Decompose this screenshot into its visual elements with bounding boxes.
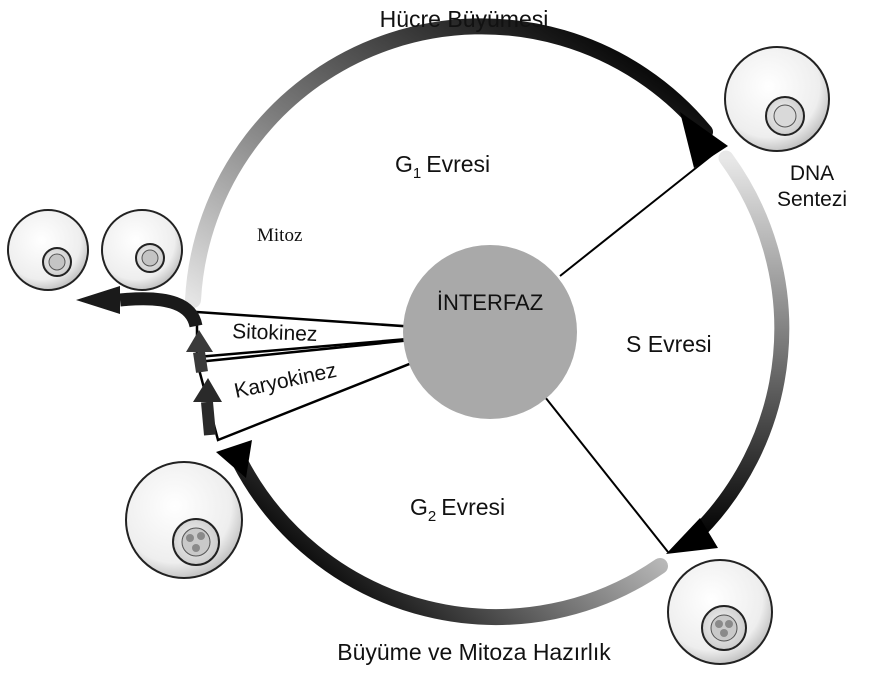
label-mitosis: Mitoz <box>257 225 302 246</box>
arrowhead-left-lower <box>216 440 252 478</box>
g1-arc <box>185 18 713 308</box>
cell-bottom-right <box>667 559 773 665</box>
label-synthesis: Sentezi <box>777 188 847 211</box>
cell-left-2 <box>101 209 183 291</box>
s-arc <box>682 150 790 548</box>
interphase-circle <box>403 245 577 419</box>
arrowhead-top-right <box>680 112 728 168</box>
label-cell-growth: Hücre Büyümesi <box>380 6 549 32</box>
divider-s-g2 <box>544 396 669 553</box>
label-interphase: İNTERFAZ <box>437 290 543 315</box>
cell-bottom-left <box>125 461 243 579</box>
label-dna: DNA <box>790 162 834 185</box>
mitosis-arrows <box>76 286 222 436</box>
cell-left-1 <box>7 209 89 291</box>
label-s-phase: S Evresi <box>626 331 712 357</box>
g2-arc <box>232 454 668 625</box>
arrowhead-bottom-right <box>666 518 718 554</box>
label-cytokinesis: Sitokinez <box>232 320 318 346</box>
label-preparation: Büyüme ve Mitoza Hazırlık <box>337 639 611 665</box>
cycle-ring <box>185 18 790 625</box>
cell-top-right <box>724 46 830 152</box>
divider-g1-s <box>559 151 717 277</box>
